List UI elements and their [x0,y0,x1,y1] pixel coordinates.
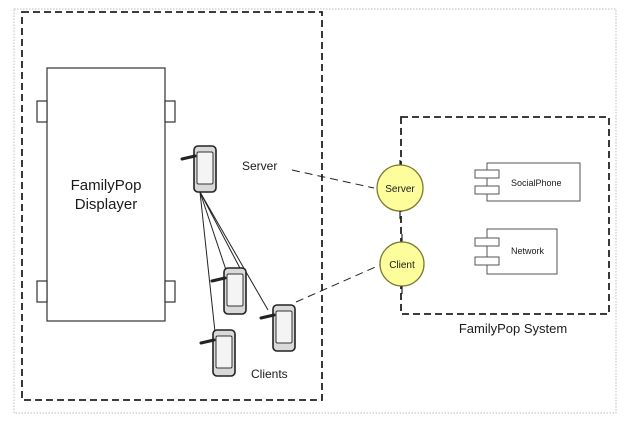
client-node-label: Client [389,260,415,271]
displayer-port [164,280,176,303]
phone-link [199,191,216,333]
component-icon [474,256,500,266]
phone-link [199,191,269,311]
displayer-title-line2: Displayer [75,196,138,213]
network-label: Network [511,246,545,256]
network-component: Network [474,228,558,275]
displayer-title-line1: FamilyPop [71,177,142,194]
displayer-port [36,280,48,303]
component-icon [474,185,500,195]
familypop-system-boundary [400,116,610,315]
displayer-port [36,100,48,123]
component-icon [474,237,500,247]
displayer-environment-boundary [21,11,323,401]
client-connector [295,264,381,303]
server-phone-icon [180,144,218,194]
component-icon [474,169,500,179]
server-role-label: Server [242,159,277,173]
phone-links [199,191,269,333]
socialphone-component: SocialPhone [474,162,581,202]
server-connector [291,169,375,189]
displayer-port [164,100,176,123]
client-interface-node: Client [379,234,425,294]
phone-link [199,191,243,273]
client-phone-icon [210,266,248,316]
client-phone-icon [199,328,237,378]
socialphone-label: SocialPhone [511,178,562,188]
server-interface-node: Server [376,160,424,219]
server-node-label: Server [385,184,415,195]
outer-frame [13,8,617,414]
client-phone-icon [259,303,297,353]
system-label: FamilyPop System [459,321,567,336]
displayer-block: FamilyPop Displayer [36,67,176,322]
phone-link [199,191,227,271]
clients-role-label: Clients [251,367,288,381]
